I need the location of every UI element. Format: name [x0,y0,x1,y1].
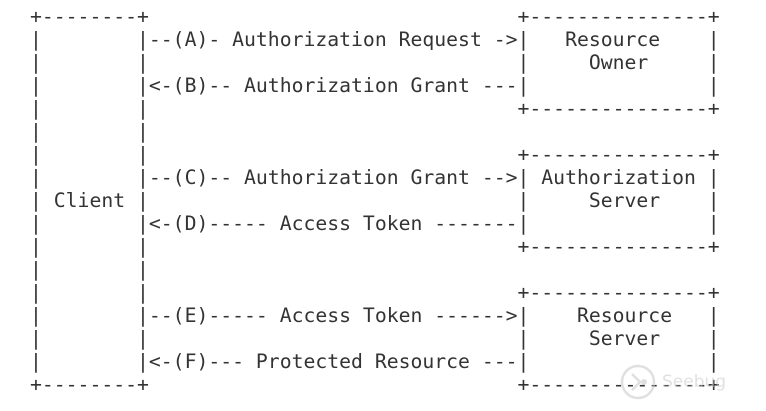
diagram-line-resource-f: | |<-(F)--- Protected Resource ---| | [30,350,720,373]
diagram-line-grant-b: | |<-(B)-- Authorization Grant ---| | [30,74,720,97]
diagram-line-resource-server: | | | Server | [30,327,720,350]
diagram-line-token-d: | |<-(D)----- Access Token -------| | [30,212,720,235]
diagram-line-request-a: | |--(A)- Authorization Request ->| Reso… [30,28,720,51]
diagram-line-client-label: | Client | | Server | [30,189,720,212]
oauth-flow-ascii-diagram: +--------+ +---------------+| |--(A)- Au… [30,5,720,396]
diagram-line-top-border: +--------+ +---------------+ [30,5,720,28]
diagram-line-auth-server-bottom: | | +---------------+ [30,235,720,258]
diagram-line-auth-server-top: | | +---------------+ [30,143,720,166]
seebug-watermark-text: Seebug [662,372,727,392]
diagram-line-owner-bottom: | | +---------------+ [30,97,720,120]
diagram-line-bottom-border: +--------+ +---------------+ [30,373,720,396]
diagram-line-spacer-2: | | [30,258,149,281]
seebug-logo-icon [620,364,656,400]
diagram-line-resource-owner: | | | Owner | [30,51,720,74]
diagram-line-grant-c: | |--(C)-- Authorization Grant -->| Auth… [30,166,720,189]
diagram-line-spacer-1: | | [30,120,149,143]
diagram-line-resource-server-top: | | +---------------+ [30,281,720,304]
seebug-watermark: Seebug [618,362,758,402]
diagram-line-token-e: | |--(E)----- Access Token ------>| Reso… [30,304,720,327]
